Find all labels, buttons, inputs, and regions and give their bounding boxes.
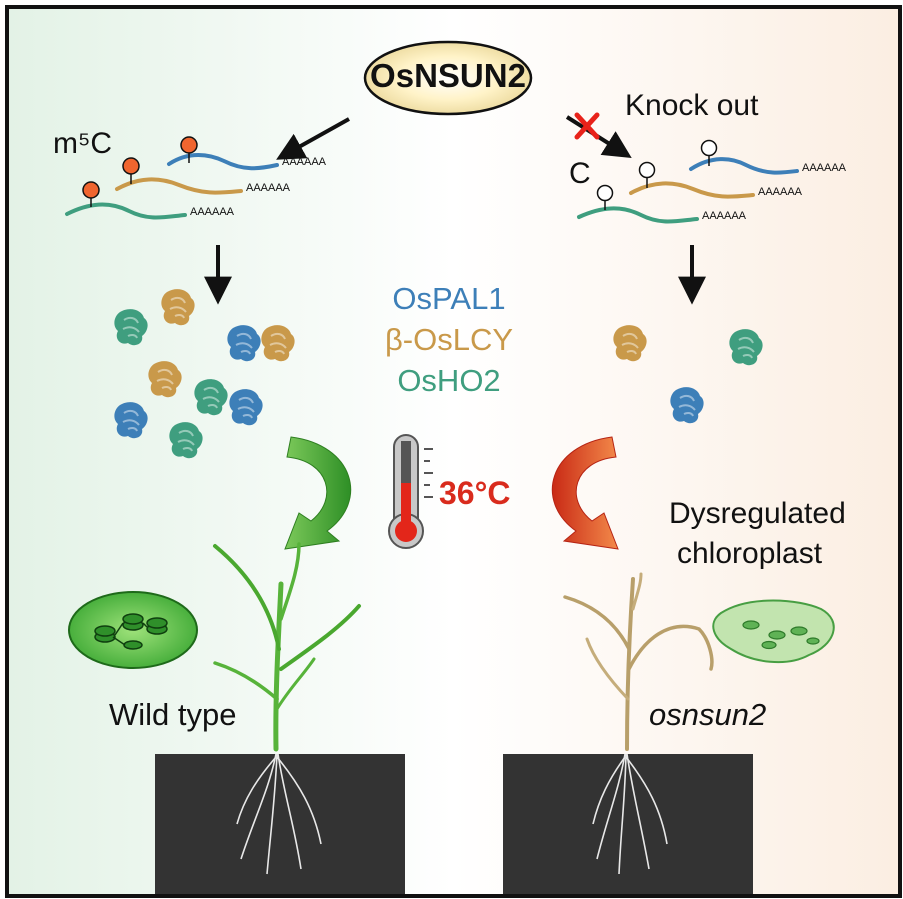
osnsun2-title: OsNSUN2 [370, 57, 526, 94]
stress-curved-arrow [551, 436, 619, 550]
polya-tail: AAAAAA [758, 186, 803, 198]
unmodified-c-marks [596, 139, 718, 210]
gene-label-ospal1: OsPAL1 [392, 281, 506, 316]
polya-tail: AAAAAA [190, 206, 235, 218]
chloroplast-icon [68, 591, 198, 669]
gene-label-osho2: OsHO2 [397, 363, 501, 398]
polya-tail: AAAAAA [246, 182, 291, 194]
withered-rice-plant-icon [563, 572, 714, 751]
soil-block-icon [503, 754, 753, 894]
soil-block-icon [155, 754, 405, 894]
m5c-marks [82, 136, 198, 207]
thermometer-icon [388, 434, 433, 549]
polya-tail: AAAAAA [702, 210, 747, 222]
osnsun2-label: osnsun2 [649, 697, 767, 732]
left-roots [236, 753, 322, 875]
right-roots [592, 753, 668, 875]
knockout-cross-icon [574, 112, 600, 140]
diagram-canvas [9, 9, 898, 894]
wild-type-label: Wild type [109, 697, 237, 732]
graphical-abstract: OsNSUN2 m⁵C AAAAAA AAAAAA AAAAAA Knock o… [5, 5, 902, 898]
dysregulated-label: Dysregulated [669, 497, 846, 530]
m5c-label: m⁵C [53, 127, 113, 160]
knockout-label: Knock out [625, 89, 759, 122]
arrow-icon [276, 117, 350, 160]
chloroplast-label: chloroplast [677, 537, 823, 570]
dysregulated-chloroplast-icon [712, 599, 835, 664]
rice-plant-icon [213, 542, 361, 752]
healthy-curved-arrow [284, 436, 352, 550]
gene-label-oslcy: β-OsLCY [384, 322, 514, 357]
unmodified-c-label: C [569, 157, 591, 190]
polya-tail: AAAAAA [802, 162, 847, 174]
left-mrna-group [65, 153, 279, 220]
polya-tail: AAAAAA [282, 156, 327, 168]
temperature-label: 36°C [439, 475, 511, 511]
osnsun2-oval [363, 40, 533, 116]
